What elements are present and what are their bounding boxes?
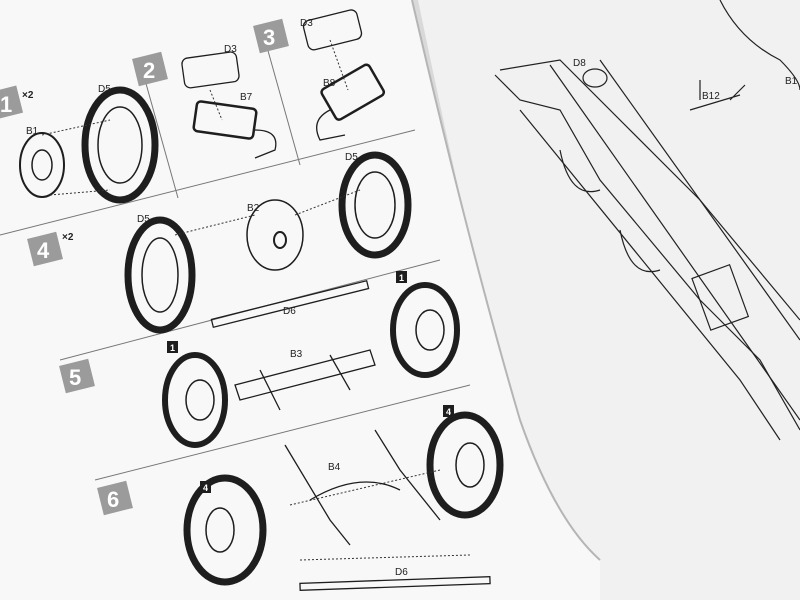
svg-text:2: 2 <box>143 58 155 83</box>
tire-d5 <box>124 216 196 334</box>
part-label-d5: D5 <box>345 152 358 163</box>
step-3: 3 <box>253 18 289 54</box>
svg-text:1: 1 <box>0 92 12 117</box>
part-label-d6: D6 <box>283 306 296 317</box>
ref-badge-4: 4 <box>443 405 454 417</box>
svg-text:4: 4 <box>203 483 208 493</box>
right-page <box>418 0 800 600</box>
dual-wheel <box>183 474 267 586</box>
tires <box>19 86 504 586</box>
part-label-d5: D5 <box>98 84 111 95</box>
axles <box>210 279 491 591</box>
step-4: 4 ×2 <box>27 231 74 267</box>
part-label-b1: B1 <box>785 76 798 87</box>
svg-text:4: 4 <box>446 407 451 417</box>
part-label-b1: B1 <box>26 126 39 137</box>
step-2: 2 <box>132 51 168 87</box>
part-label-d8: D8 <box>573 58 586 69</box>
part-label-d5: D5 <box>137 214 150 225</box>
wheel-b1 <box>19 132 65 198</box>
part-label-b12: B12 <box>702 91 720 102</box>
part-label-b7: B7 <box>240 92 253 103</box>
svg-text:6: 6 <box>107 487 119 512</box>
mirrors <box>181 9 386 159</box>
dual-wheel <box>426 411 504 519</box>
step-dividers <box>0 39 471 481</box>
wheel-assembled <box>390 282 460 378</box>
step-1: 1 ×2 <box>0 85 34 119</box>
part-label-d3: D3 <box>300 18 313 29</box>
ref-badge-4: 4 <box>200 481 211 493</box>
svg-text:5: 5 <box>69 365 81 390</box>
svg-text:4: 4 <box>37 238 50 263</box>
tire-d5 <box>81 86 159 204</box>
ref-badge-1: 1 <box>396 271 407 283</box>
chassis-frame <box>494 0 800 441</box>
guide-lines <box>41 39 471 561</box>
svg-text:3: 3 <box>263 25 275 50</box>
part-label-b3: B3 <box>290 349 303 360</box>
step-5: 5 <box>59 358 95 394</box>
part-label-b2: B2 <box>247 203 260 214</box>
part-label-d3: D3 <box>224 44 237 55</box>
wheel-b2 <box>246 199 304 271</box>
page-spine <box>411 0 601 561</box>
part-label-b8: B8 <box>323 78 336 89</box>
part-label-d6: D6 <box>395 567 408 578</box>
tire-d5 <box>338 151 412 259</box>
left-page <box>0 0 600 600</box>
svg-text:×2: ×2 <box>62 232 74 243</box>
svg-text:1: 1 <box>399 273 404 283</box>
svg-text:1: 1 <box>170 343 175 353</box>
part-label-b4: B4 <box>328 462 341 473</box>
wheel-assembled <box>162 352 228 448</box>
ref-badge-1: 1 <box>167 341 178 353</box>
svg-text:×2: ×2 <box>22 90 34 101</box>
step-6: 6 <box>97 480 133 516</box>
